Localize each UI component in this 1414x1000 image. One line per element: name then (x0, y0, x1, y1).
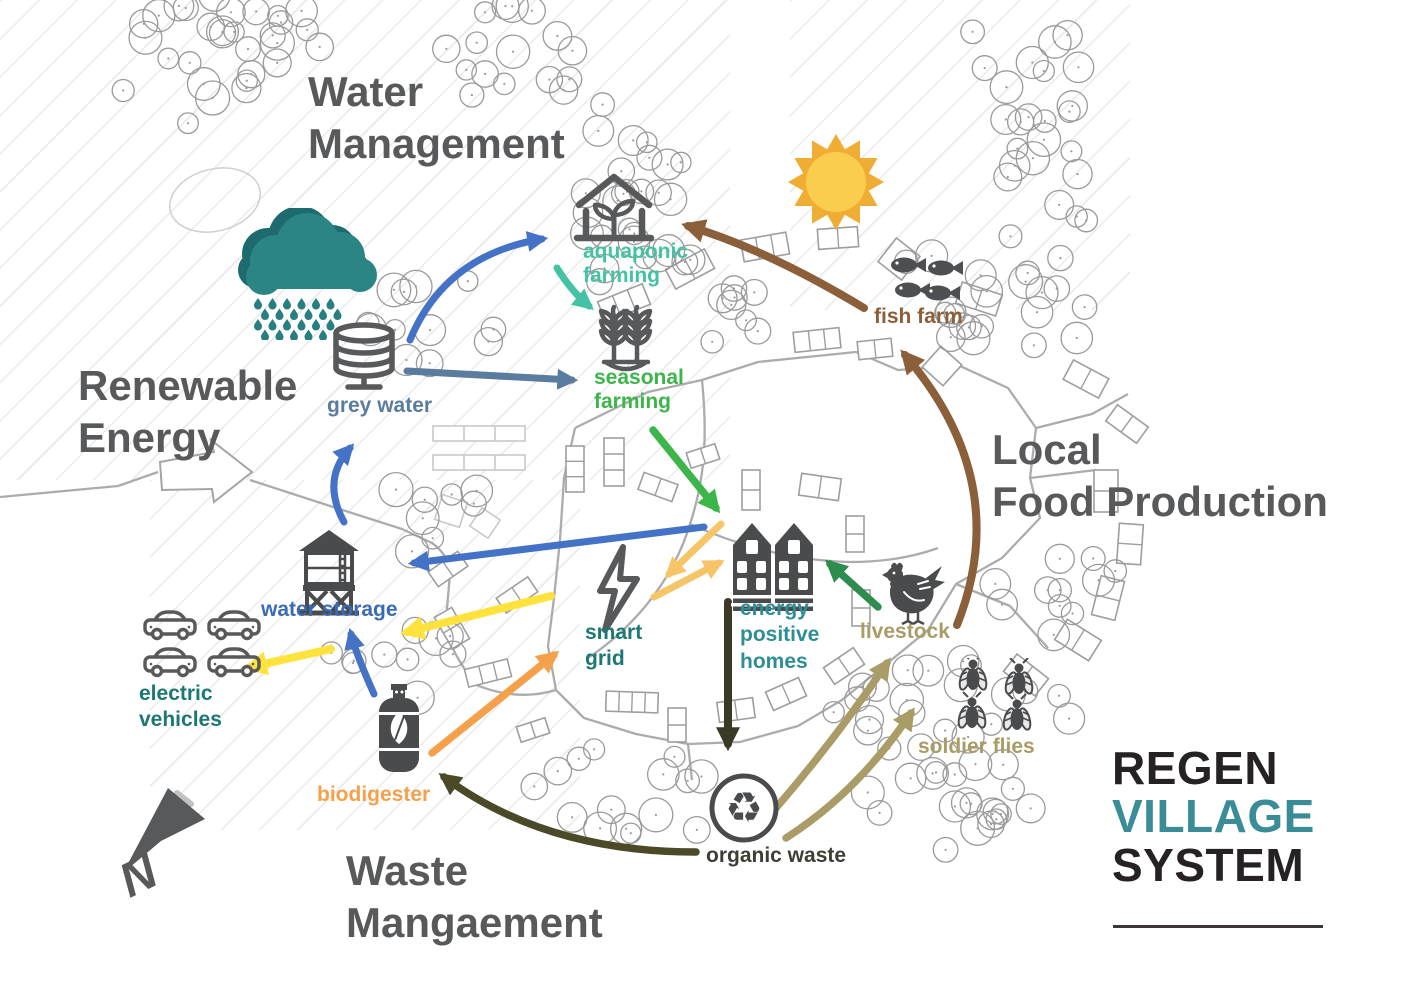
greenhouse-icon (573, 173, 655, 242)
rain-cloud-icon (238, 208, 377, 340)
biodigester-tank-icon (379, 684, 419, 772)
logo-line-village: VILLAGE (1112, 790, 1315, 843)
raindrops (254, 298, 342, 340)
title-food-line1: Local (992, 426, 1102, 473)
flow-biodigester-to-smartgrid (428, 650, 560, 757)
fish-school-icon (891, 257, 963, 301)
label-electric-vehicles: electric vehicles (139, 682, 222, 732)
flow-homes-to-waterstorage (407, 523, 708, 572)
greenhouse-rows (432, 425, 526, 540)
flow-rain-to-aquaponic (406, 231, 549, 344)
title-water-line2: Management (308, 120, 565, 168)
flow-to-electric-vehicles (242, 645, 335, 676)
north-arrow-shape (123, 788, 205, 873)
houses-icon (731, 523, 815, 611)
trees (111, 0, 1128, 863)
flow-greywater-to-seasonal (403, 367, 579, 390)
flow-waterstorage-to-greywater (330, 443, 355, 526)
label-grey-water: grey water (327, 394, 433, 417)
cars-icon (143, 610, 261, 678)
regen-village-system-logo: REGEN VILLAGE SYSTEM (1112, 744, 1315, 889)
title-waste-management: Waste Mangaement (346, 845, 666, 949)
north-label: N (115, 845, 167, 908)
title-local-food-production: Local Food Production (992, 424, 1372, 528)
label-seasonal-farming: seasonal farming (594, 366, 684, 413)
flow-organicwaste-to-livestock (772, 657, 891, 812)
title-waste-line1: Waste (346, 847, 469, 894)
label-energy-positive-homes: energy positive homes (740, 597, 820, 673)
flow-biodigester-to-waterstorage (344, 627, 378, 698)
chicken-icon (882, 562, 945, 626)
title-water-management: Water Management (308, 66, 598, 170)
label-water-storage: water storage (261, 598, 398, 621)
flies-icon (957, 658, 1034, 731)
logo-line-system: SYSTEM (1112, 838, 1305, 891)
label-fish-farm: fish farm (874, 305, 963, 328)
cloud-body (246, 213, 377, 295)
title-renewable-energy: Renewable Energy (78, 360, 338, 464)
title-water-line1: Water (308, 68, 424, 115)
wheat-icon (598, 304, 653, 372)
flow-homes-to-smartgrid (664, 520, 725, 579)
label-livestock: livestock (860, 620, 950, 643)
flow-organicwaste-to-soldierflies (782, 707, 915, 842)
label-organic-waste: organic waste (706, 844, 847, 867)
flow-livestock-to-homes (824, 559, 882, 611)
logo-underline (1113, 925, 1323, 928)
label-biodigester: biodigester (317, 783, 431, 806)
lightning-icon (597, 544, 640, 633)
title-waste-line2: Mangaement (346, 899, 603, 947)
flow-fishfarm-to-aquaponic (681, 219, 868, 312)
water-tank-icon (333, 322, 395, 390)
logo-line-regen: REGEN (1112, 742, 1279, 794)
road-arrow-outline (158, 437, 254, 504)
water-tower-icon (299, 530, 359, 616)
recycle-glyph: ♻ (725, 783, 763, 832)
title-renewable-line2: Energy (78, 414, 221, 462)
north-arrow: N (115, 788, 205, 908)
flow-soldierflies-to-fishfarm (900, 349, 981, 629)
flow-seasonal-to-homes (649, 426, 721, 514)
buildings (426, 225, 1150, 744)
sun-icon (788, 134, 884, 230)
flow-aquaponic-to-seasonal (553, 264, 594, 311)
pond-outline (168, 167, 262, 233)
flow-smartgrid-to-waterstorage (400, 592, 555, 640)
title-renewable-line1: Renewable (78, 362, 298, 409)
recycle-icon: ♻ (709, 773, 779, 843)
flow-organicwaste-to-biodigester (438, 772, 700, 856)
flow-smartgrid-to-homes (650, 559, 725, 601)
label-soldier-flies: soldier flies (918, 735, 1035, 758)
label-smart-grid: smart grid (585, 621, 643, 671)
label-aquaponic-farming: aquaponic farming (583, 240, 689, 287)
title-food-line2: Food Production (992, 478, 1328, 526)
